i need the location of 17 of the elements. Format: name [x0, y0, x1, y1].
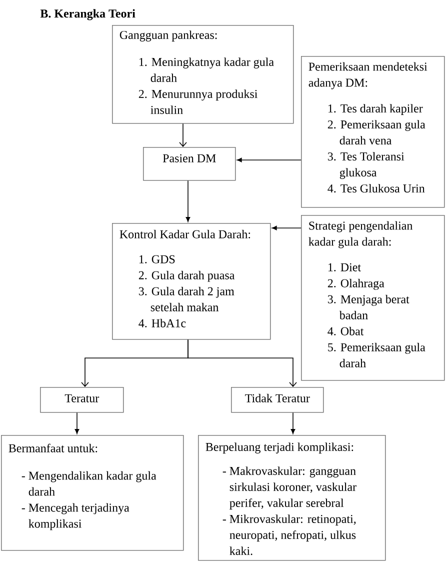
process-box: Pasien DM — [143, 147, 236, 181]
text-box: Berpeluang terjadi komplikasi: - Makrovaskular: gangguan sirkulasi koroner, vaskular perifer, vakular serebral - Mikrovaskular: retinopati, neuropati, nefropati, ulkus kaki. — [198, 435, 386, 561]
arrow — [186, 180, 190, 222]
process-box: Tidak Teratur — [231, 387, 324, 413]
text-box: Pemeriksaan mendeteksi adanya DM: 1. Tes darah kapiler 2. Pemeriksaan gula darah vena 3. Tes Toleransi glukosa 4. Tes Glukosa Urin — [301, 56, 445, 208]
text-box: Bermanfaat untuk: - Mengendalikan kadar gula darah - Mencegah terjadinya komplikasi — [1, 435, 184, 551]
arrow — [236, 158, 302, 162]
arrow — [188, 339, 297, 387]
heading: B. Kerangka Teori — [40, 9, 136, 20]
arrow — [74, 412, 80, 434]
text-box: Gangguan pankreas: 1. Meningkatnya kadar gula darah 2. Menurunnya produksi insulin — [112, 25, 294, 124]
process-box: Teratur — [40, 387, 124, 413]
arrow — [272, 226, 302, 230]
arrow — [290, 412, 296, 434]
arrow — [179, 123, 187, 147]
text-box: Strategi pengendalian kadar gula darah: 1. Diet 2. Olahraga 3. Menjaga berat badan 4. Obat 5. Pemeriksaan gula darah — [301, 215, 445, 381]
text-box: Kontrol Kadar Gula Darah: 1. GDS 2. Gula darah puasa 3. Gula darah 2 jam setelah makan 4. HbA1c — [112, 223, 271, 340]
